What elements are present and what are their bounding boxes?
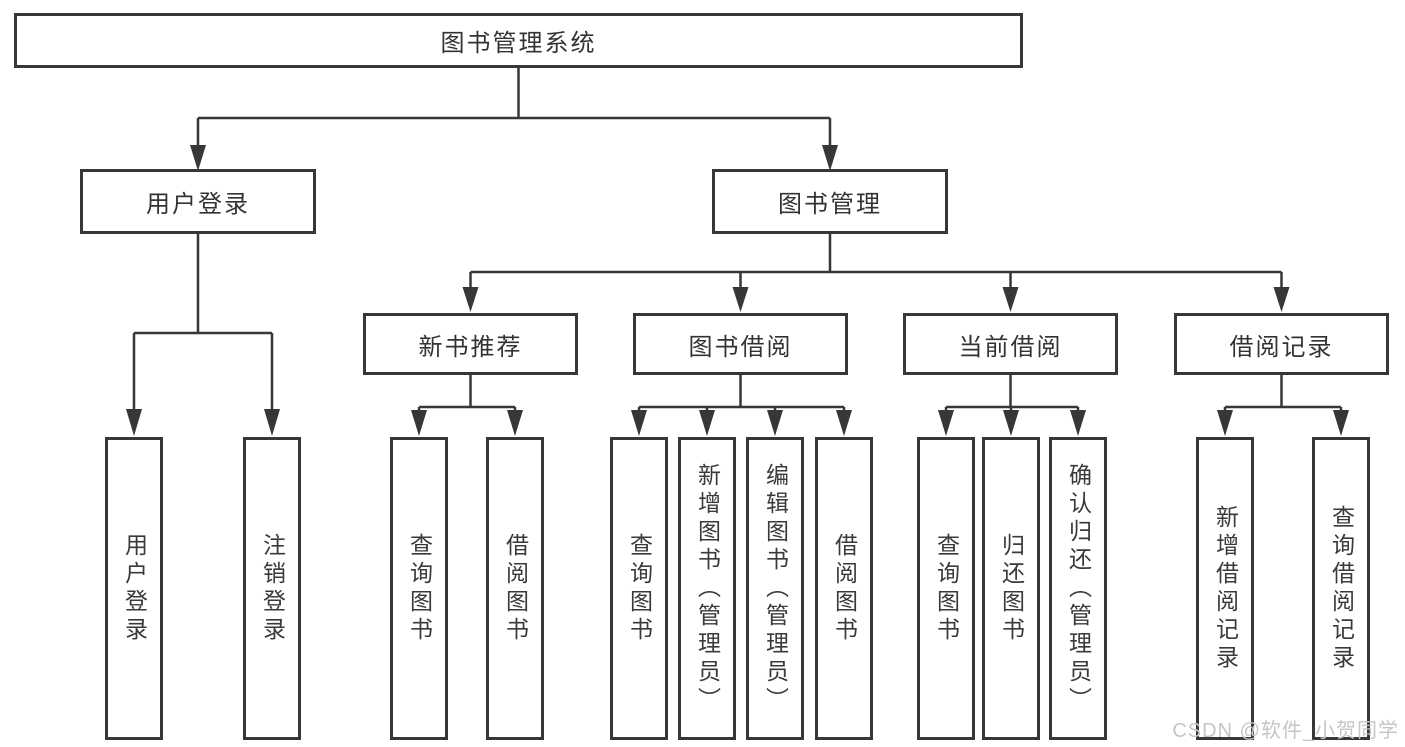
node-label: 借阅图书 [502, 532, 529, 645]
node-query-books-current: 查询图书 [917, 437, 975, 740]
node-return-books: 归还图书 [982, 437, 1040, 740]
node-borrowing-records: 借阅记录 [1174, 313, 1389, 375]
node-label: 借阅图书 [831, 532, 858, 645]
node-label: 用户登录 [121, 532, 148, 645]
node-user-login: 用户登录 [80, 169, 316, 234]
node-label: 查询图书 [933, 532, 960, 645]
node-logout: 注销登录 [243, 437, 301, 740]
node-label: 编辑图书（管理员） [762, 462, 789, 715]
node-query-borrow-record: 查询借阅记录 [1312, 437, 1370, 740]
watermark: CSDN @软件_小贺同学 [1172, 720, 1399, 742]
node-book-management: 图书管理 [712, 169, 948, 234]
node-label: 查询借阅记录 [1328, 504, 1355, 673]
node-label: 查询图书 [626, 532, 653, 645]
node-label: 新增借阅记录 [1212, 504, 1239, 673]
node-current-borrowing: 当前借阅 [903, 313, 1118, 375]
node-borrow-books-recommend: 借阅图书 [486, 437, 544, 740]
node-label: 确认归还（管理员） [1065, 462, 1092, 715]
node-add-books-admin: 新增图书（管理员） [678, 437, 736, 740]
connector-new-book-to-leaves [411, 375, 523, 436]
node-new-book-recommend: 新书推荐 [363, 313, 578, 375]
node-query-books-borrowing: 查询图书 [610, 437, 668, 740]
node-query-books-recommend: 查询图书 [390, 437, 448, 740]
node-user-login-leaf: 用户登录 [105, 437, 163, 740]
node-label: 注销登录 [259, 532, 286, 645]
node-root: 图书管理系统 [14, 13, 1023, 68]
node-add-borrow-record: 新增借阅记录 [1196, 437, 1254, 740]
node-book-borrowing: 图书借阅 [633, 313, 848, 375]
connector-root-to-level2 [190, 68, 838, 171]
connector-borrowing-records-to-leaves [1217, 375, 1349, 436]
node-label: 新增图书（管理员） [694, 462, 721, 715]
node-label: 查询图书 [406, 532, 433, 645]
connector-book-management-to-level3 [462, 234, 1290, 312]
connector-current-borrowing-to-leaves [938, 375, 1086, 436]
node-borrow-books: 借阅图书 [815, 437, 873, 740]
connector-book-borrowing-to-leaves [631, 375, 852, 436]
node-edit-books-admin: 编辑图书（管理员） [746, 437, 804, 740]
node-label: 归还图书 [998, 532, 1025, 645]
node-confirm-return-admin: 确认归还（管理员） [1049, 437, 1107, 740]
connector-user-login-to-leaves [126, 234, 280, 436]
